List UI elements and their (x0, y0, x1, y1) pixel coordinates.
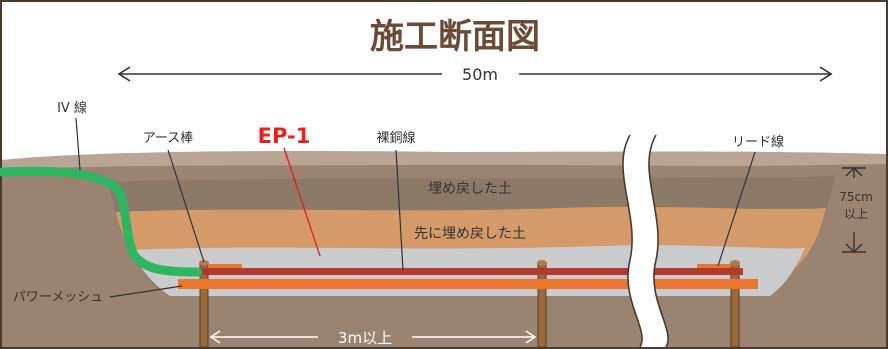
iv-wire-label: IV 線 (57, 100, 87, 116)
trench-bottom (150, 296, 790, 347)
rod-spacing-arrow (209, 330, 537, 344)
iv-wire-leader (75, 117, 81, 171)
lead-wire-leader (717, 151, 756, 267)
earth-rod-leader (167, 149, 205, 263)
earth-rod-2 (537, 260, 547, 348)
power-mesh-leader (109, 285, 183, 298)
bare-copper-leader (395, 149, 404, 271)
depth-suffix-label: 以上 (844, 207, 868, 221)
span-arrow (117, 66, 833, 82)
break-line-left (622, 134, 643, 348)
span-label: 50m (462, 65, 498, 84)
backfill-label: 埋め戻した土 (428, 181, 512, 197)
iv-wire (0, 166, 203, 277)
first-backfill-label: 先に埋め戻した土 (414, 226, 526, 242)
power-mesh (178, 279, 758, 289)
diagram-title: 施工断面図 (370, 17, 540, 57)
ep1-leader (283, 147, 321, 257)
earth-rod-3 (730, 260, 740, 348)
bare-copper-wire (188, 268, 743, 275)
leader-lines (75, 117, 756, 298)
depth-indicator (842, 167, 866, 253)
ep1-pad-left (208, 264, 242, 270)
ep1-pad-right (697, 264, 731, 270)
bare-copper-label: 裸銅線 (376, 130, 415, 146)
earth-rod-label: アース棒 (143, 131, 194, 146)
lead-wire-label: リード線 (732, 134, 784, 150)
power-mesh-label: パワーメッシュ (13, 290, 103, 305)
depth-value-label: 75cm (839, 190, 873, 204)
break-gap (622, 135, 669, 347)
break-line-right (648, 134, 669, 348)
rod-spacing-label: 3m以上 (338, 329, 392, 347)
ep1-label: EP-1 (258, 124, 311, 148)
